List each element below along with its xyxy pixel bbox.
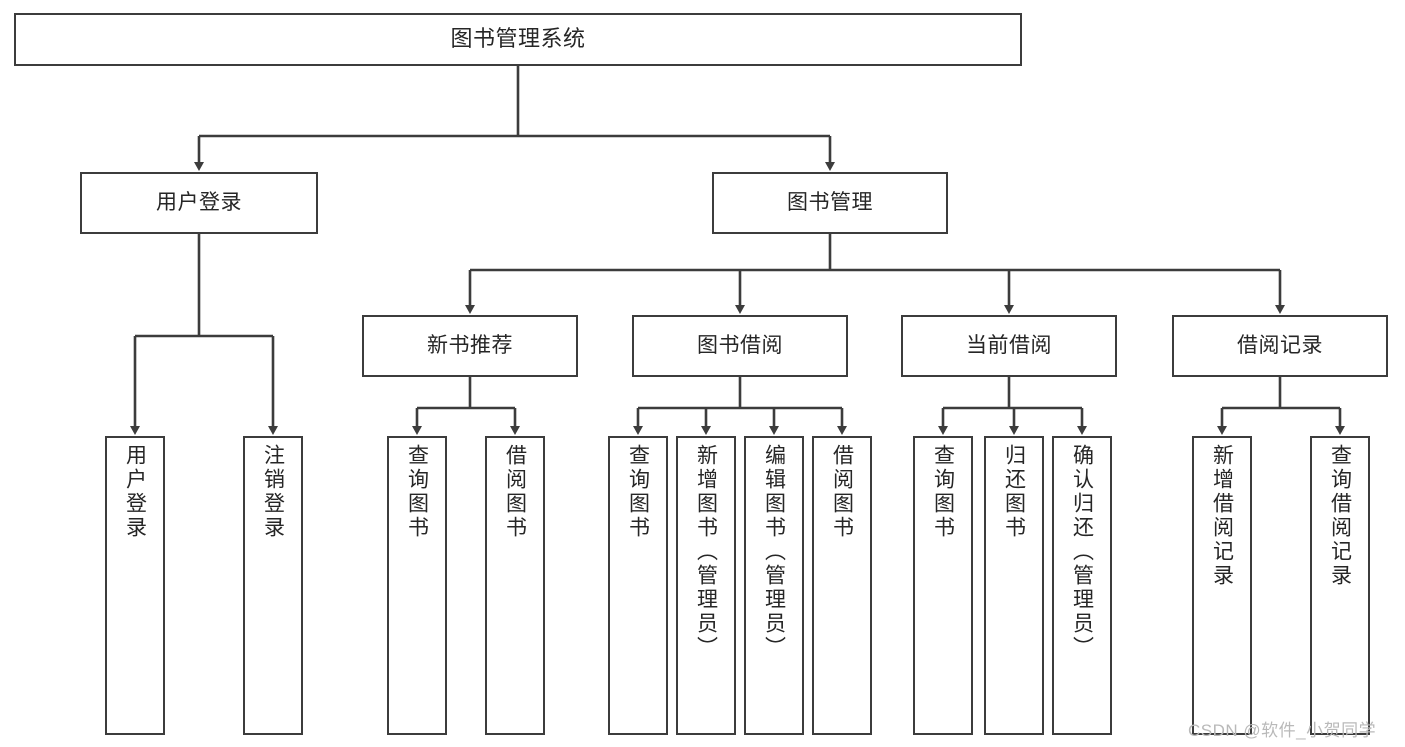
node-user-login-label: 用户登录	[156, 191, 242, 215]
node-leaf-borrow-add-book-label: 新增图书（管理员）	[694, 444, 718, 660]
node-user-login[interactable]: 用户登录	[80, 172, 318, 234]
node-leaf-borrow-edit-book-label: 编辑图书（管理员）	[762, 444, 786, 660]
node-leaf-rec-add-record-label: 新增借阅记录	[1210, 444, 1234, 588]
node-leaf-rec-query-record-label: 查询借阅记录	[1328, 444, 1352, 588]
node-new-book-recommend[interactable]: 新书推荐	[362, 315, 578, 377]
node-book-manage-label: 图书管理	[787, 191, 873, 215]
node-book-borrow[interactable]: 图书借阅	[632, 315, 848, 377]
node-leaf-cur-confirm-return[interactable]: 确认归还（管理员）	[1052, 436, 1112, 735]
node-leaf-cur-query-book[interactable]: 查询图书	[913, 436, 973, 735]
node-root[interactable]: 图书管理系统	[14, 13, 1022, 66]
node-leaf-rec-borrow-book[interactable]: 借阅图书	[485, 436, 545, 735]
node-leaf-cur-confirm-return-label: 确认归还（管理员）	[1070, 444, 1094, 660]
node-leaf-rec-query-book[interactable]: 查询图书	[387, 436, 447, 735]
node-leaf-borrow-query-book[interactable]: 查询图书	[608, 436, 668, 735]
node-leaf-cur-return-book[interactable]: 归还图书	[984, 436, 1044, 735]
node-leaf-borrow-query-book-label: 查询图书	[626, 444, 650, 540]
watermark: CSDN @软件_小贺同学	[1188, 721, 1377, 740]
node-borrow-record[interactable]: 借阅记录	[1172, 315, 1388, 377]
node-current-borrow-label: 当前借阅	[966, 334, 1052, 358]
node-leaf-user-logout-label: 注销登录	[261, 444, 285, 540]
node-leaf-rec-borrow-book-label: 借阅图书	[503, 444, 527, 540]
node-leaf-user-logout[interactable]: 注销登录	[243, 436, 303, 735]
node-leaf-borrow-borrow-book[interactable]: 借阅图书	[812, 436, 872, 735]
node-leaf-borrow-edit-book[interactable]: 编辑图书（管理员）	[744, 436, 804, 735]
node-root-label: 图书管理系统	[450, 26, 586, 52]
node-current-borrow[interactable]: 当前借阅	[901, 315, 1117, 377]
node-borrow-record-label: 借阅记录	[1237, 334, 1323, 358]
node-leaf-cur-query-book-label: 查询图书	[931, 444, 955, 540]
node-leaf-rec-query-record[interactable]: 查询借阅记录	[1310, 436, 1370, 735]
node-leaf-borrow-borrow-book-label: 借阅图书	[830, 444, 854, 540]
node-leaf-user-login-label: 用户登录	[123, 444, 147, 540]
node-new-book-recommend-label: 新书推荐	[427, 334, 513, 358]
node-book-manage[interactable]: 图书管理	[712, 172, 948, 234]
node-leaf-cur-return-book-label: 归还图书	[1002, 444, 1026, 540]
node-book-borrow-label: 图书借阅	[697, 334, 783, 358]
node-leaf-rec-query-book-label: 查询图书	[405, 444, 429, 540]
node-leaf-rec-add-record[interactable]: 新增借阅记录	[1192, 436, 1252, 735]
node-leaf-borrow-add-book[interactable]: 新增图书（管理员）	[676, 436, 736, 735]
node-leaf-user-login[interactable]: 用户登录	[105, 436, 165, 735]
